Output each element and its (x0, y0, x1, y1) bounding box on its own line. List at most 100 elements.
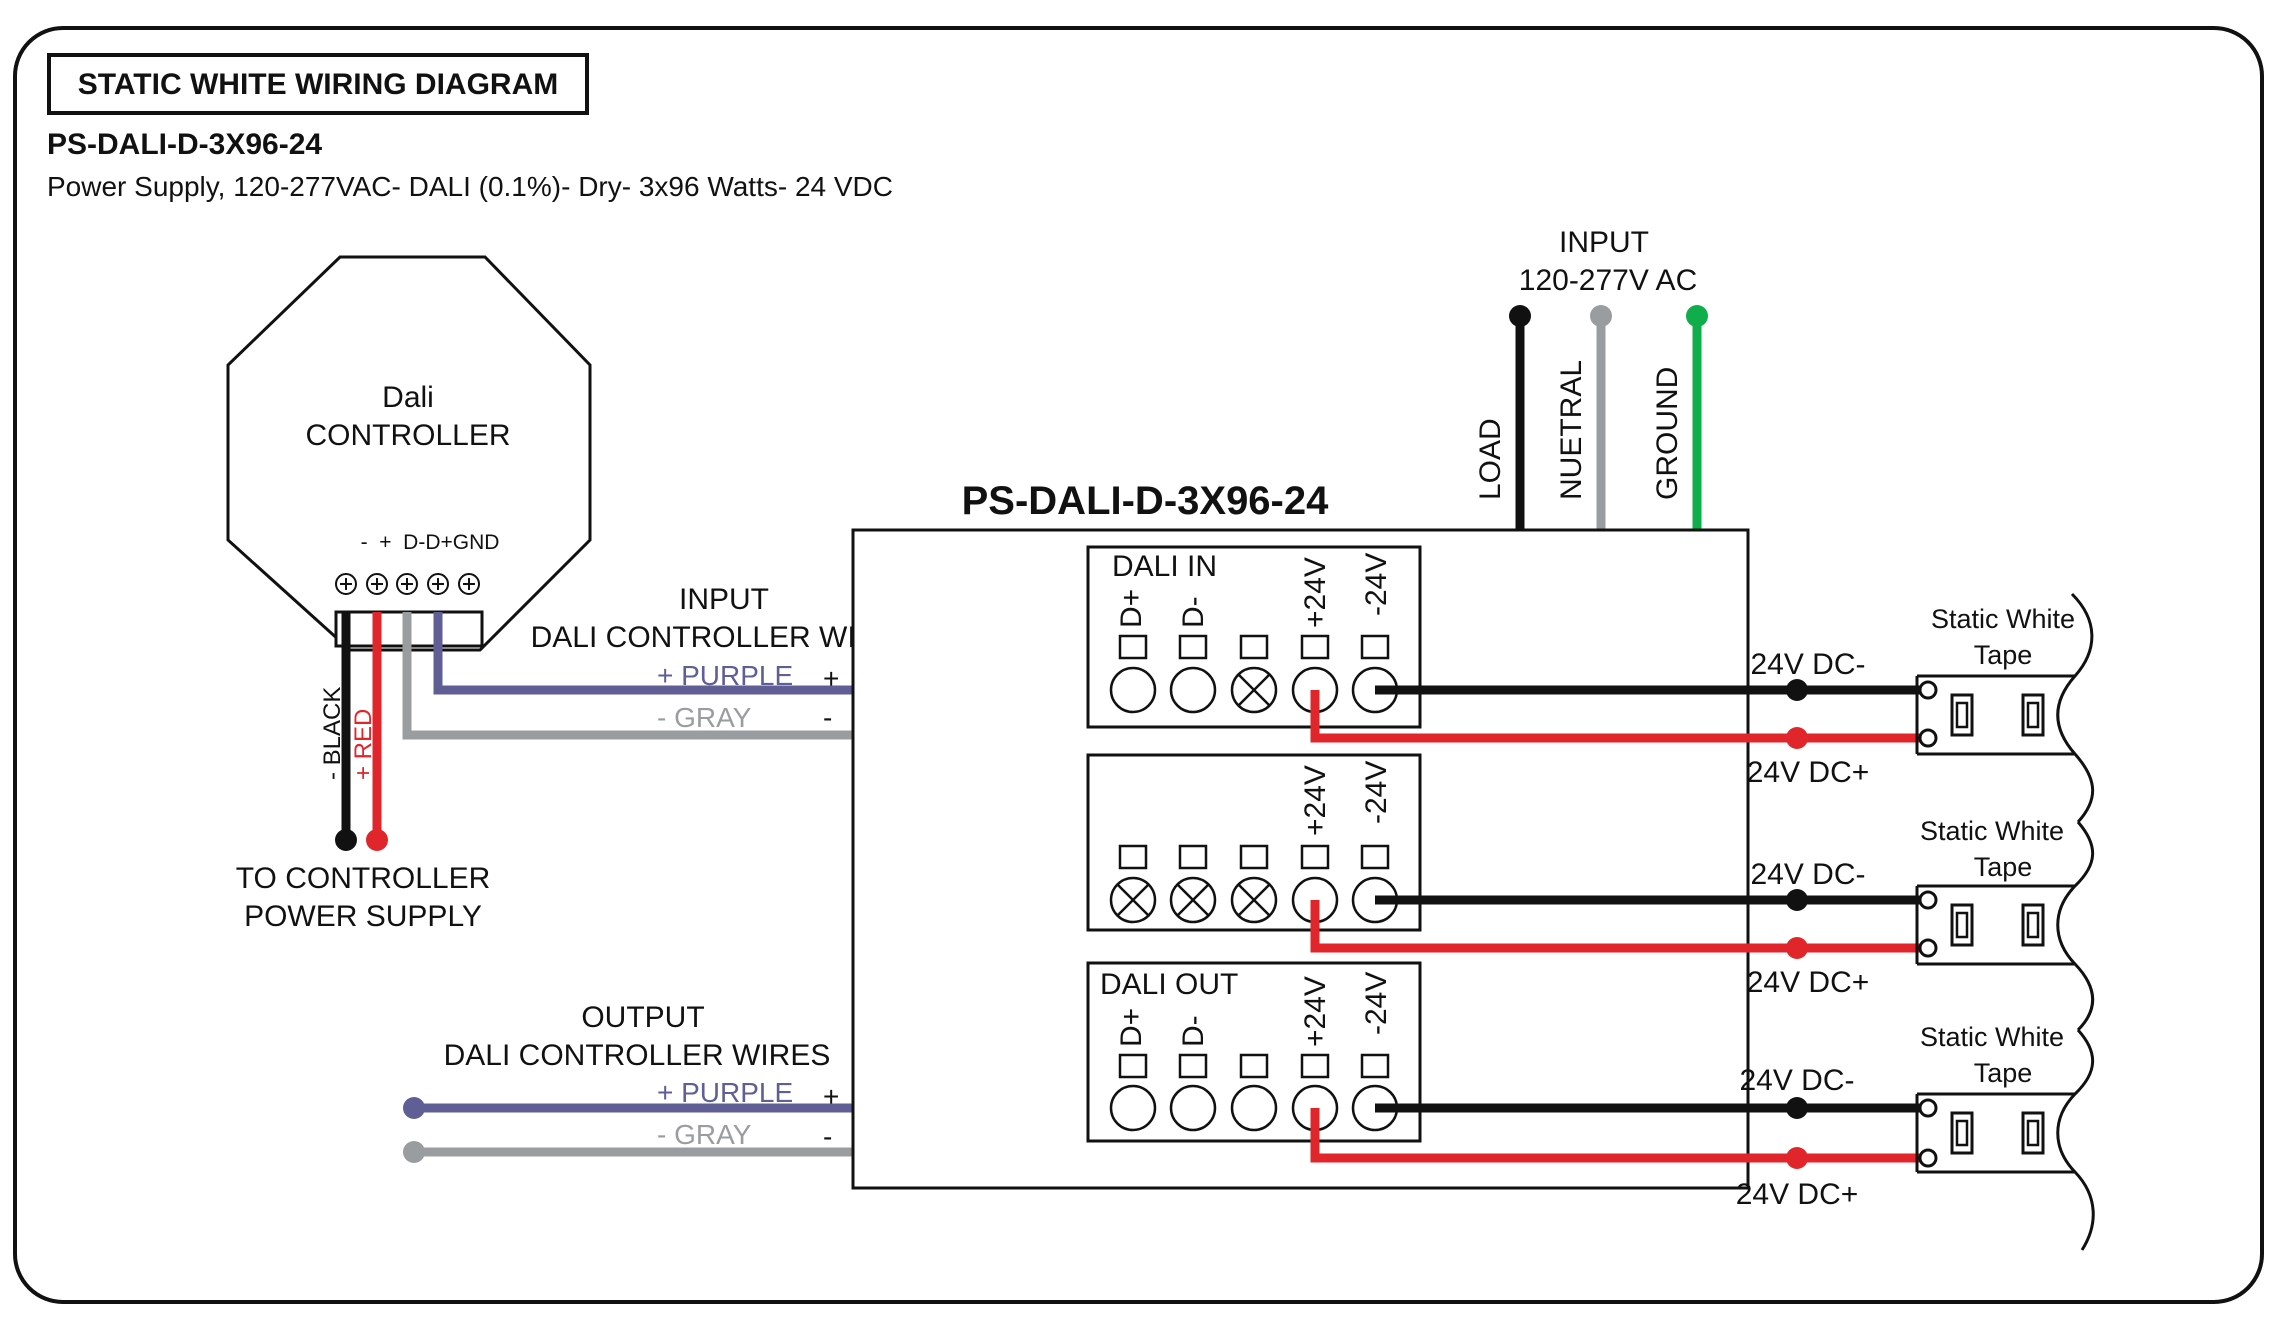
terminal-indicator (1239, 1053, 1269, 1079)
output-purple-label: + PURPLE (657, 1077, 793, 1108)
black-wire-label: - BLACK (319, 687, 346, 780)
screw-icon (366, 573, 388, 595)
tape2-dc-minus: 24V DC- (1750, 858, 1865, 891)
block3-d-plus-label: D+ (1115, 1008, 1148, 1047)
block1-d-plus-label: D+ (1115, 589, 1148, 628)
static-white-tape-3 (1915, 1028, 2095, 1251)
tape2-dc-plus: 24V DC+ (1747, 966, 1870, 999)
terminal-indicator (1360, 634, 1390, 660)
led-chip-icon (2021, 903, 2045, 947)
dc-minus-node-3 (1786, 1097, 1808, 1119)
terminal-d-minus-out (1169, 1084, 1217, 1132)
block2-minus24-label: -24V (1360, 761, 1393, 824)
output-minus-sign: - (823, 1121, 832, 1152)
controller-black-wire-end (335, 829, 357, 851)
terminal-indicator (1118, 844, 1148, 870)
description-text: Power Supply, 120-277VAC- DALI (0.1%)- D… (47, 171, 893, 202)
terminal-indicator (1178, 634, 1208, 660)
tape1-name-1: Static White (1931, 604, 2075, 634)
led-chip-icon (1950, 903, 1974, 947)
tape1-name-2: Tape (1974, 640, 2033, 670)
input-purple-label: + PURPLE (657, 660, 793, 691)
model-text: PS-DALI-D-3X96-24 (47, 128, 322, 161)
block3-plus24-label: +24V (1299, 976, 1332, 1047)
terminal-unused-icon (1169, 876, 1217, 924)
tape2-name-2: Tape (1974, 852, 2033, 882)
terminal-d-plus-in (1109, 666, 1157, 714)
tape1-dc-plus: 24V DC+ (1747, 756, 1870, 789)
terminal-d-plus-out (1109, 1084, 1157, 1132)
led-chip-icon (1950, 1111, 1974, 1155)
output-wires-label-2: DALI CONTROLLER WIRES (444, 1039, 831, 1072)
terminal-indicator (1239, 634, 1269, 660)
terminal-indicator (1300, 1053, 1330, 1079)
input-minus-sign: - (823, 702, 832, 733)
terminal-indicator (1360, 844, 1390, 870)
dali-controller-body (226, 255, 592, 652)
led-chip-icon (2021, 1111, 2045, 1155)
tape2-name-1: Static White (1920, 816, 2064, 846)
led-chip-icon (1950, 693, 1974, 737)
to-controller-label-1: TO CONTROLLER (236, 862, 491, 895)
block1-d-minus-label: D- (1177, 596, 1210, 628)
terminal-indicator (1239, 844, 1269, 870)
controller-name-line2: CONTROLLER (305, 419, 510, 452)
static-white-tape-1 (1915, 592, 2095, 824)
terminal-indicator (1300, 634, 1330, 660)
neutral-wire-end (1590, 305, 1612, 327)
ac-input-label-1: INPUT (1559, 226, 1649, 259)
controller-name-line1: Dali (382, 381, 434, 414)
power-supply-title: PS-DALI-D-3X96-24 (962, 479, 1330, 523)
terminal-unused-icon (1230, 876, 1278, 924)
title-box (47, 53, 589, 115)
terminal-indicator (1118, 634, 1148, 660)
input-gray-label: - GRAY (657, 702, 752, 733)
output-gray-wire-end (403, 1141, 425, 1163)
dali-in-label: DALI IN (1112, 550, 1217, 583)
screw-icon (427, 573, 449, 595)
block1-minus24-label: -24V (1360, 553, 1393, 616)
outer-frame (13, 26, 2264, 1304)
screw-icon (335, 573, 357, 595)
terminal-indicator (1300, 844, 1330, 870)
terminal-indicator (1178, 844, 1208, 870)
tape3-dc-plus: 24V DC+ (1736, 1178, 1859, 1211)
load-wire-end (1509, 305, 1531, 327)
title-text: STATIC WHITE WIRING DIAGRAM (78, 68, 559, 101)
output-plus-sign: + (823, 1081, 839, 1112)
red-wire-label: + RED (350, 709, 377, 780)
terminal-unused-icon (1230, 666, 1278, 714)
ground-label: GROUND (1651, 367, 1684, 500)
tape1-dc-minus: 24V DC- (1750, 648, 1865, 681)
static-white-tape-2 (1915, 821, 2095, 1032)
led-chip-icon (2021, 693, 2045, 737)
block3-d-minus-label: D- (1177, 1015, 1210, 1047)
dc-minus-node-1 (1786, 679, 1808, 701)
terminal-d-minus-in (1169, 666, 1217, 714)
tape3-name-2: Tape (1974, 1058, 2033, 1088)
terminal-indicator (1178, 1053, 1208, 1079)
tape3-dc-minus: 24V DC- (1739, 1064, 1854, 1097)
dc-plus-wire-3 (1310, 1108, 1928, 1163)
ground-wire-end (1686, 305, 1708, 327)
terminal-empty (1230, 1084, 1278, 1132)
block1-plus24-label: +24V (1299, 557, 1332, 628)
dc-plus-node-3 (1786, 1147, 1808, 1169)
output-wires-label-1: OUTPUT (581, 1001, 704, 1034)
screw-icon (396, 573, 418, 595)
terminal-indicator (1360, 1053, 1390, 1079)
terminal-indicator (1118, 1053, 1148, 1079)
dc-plus-wire-2 (1310, 900, 1928, 953)
controller-red-wire-end (366, 829, 388, 851)
load-label: LOAD (1474, 418, 1507, 500)
terminal-unused-icon (1109, 876, 1157, 924)
dc-plus-node-2 (1786, 937, 1808, 959)
tape3-name-1: Static White (1920, 1022, 2064, 1052)
input-plus-sign: + (823, 663, 839, 694)
neutral-label: NUETRAL (1555, 360, 1588, 500)
to-controller-label-2: POWER SUPPLY (244, 900, 482, 933)
dc-plus-wire-1 (1310, 690, 1928, 743)
output-gray-label: - GRAY (657, 1119, 752, 1150)
controller-terminal-labels: - + D-D+GND (361, 531, 500, 554)
